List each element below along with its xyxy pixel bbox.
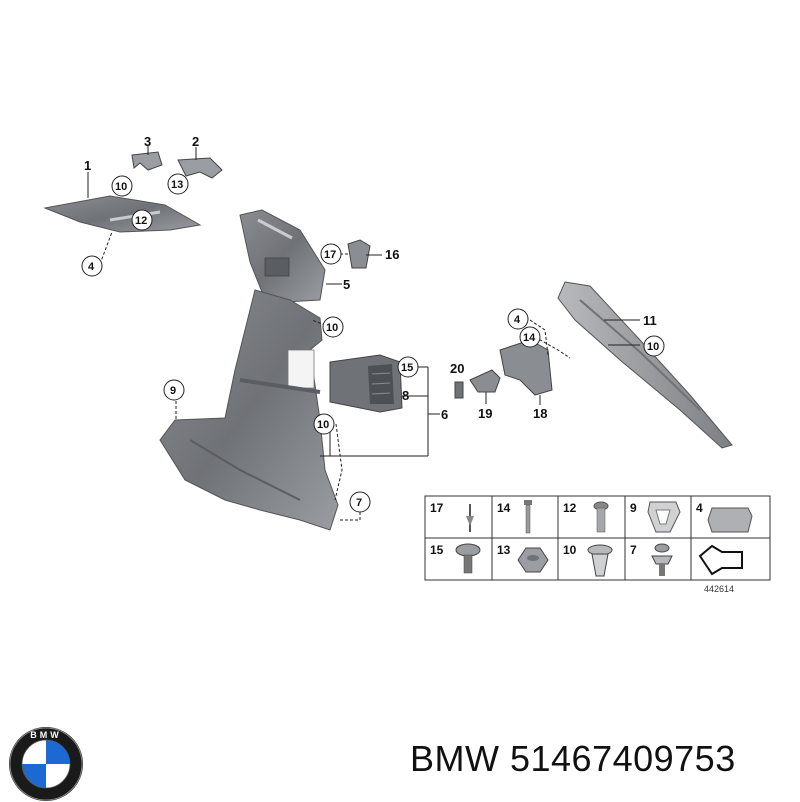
grid-label-4: 4 [696,501,703,515]
part-label-19: 19 [478,406,492,421]
callout-10-c: 10 [317,419,329,431]
logo-lettering: BMW [30,730,62,740]
part-label-6: 6 [441,407,448,422]
arrow-symbol-icon [698,544,743,576]
callout-numbers: 10 13 12 4 17 10 15 10 9 7 4 14 10 20 [88,179,659,509]
part-label-8: 8 [402,388,409,403]
reference-number: 442614 [704,584,734,594]
callout-12: 12 [135,215,147,227]
nut-13-icon [517,547,549,573]
vent-part-8 [329,354,403,413]
fastener-grid: 17 14 12 9 4 15 13 10 7 [424,495,771,581]
part-label-18: 18 [533,406,547,421]
bracket-part-19 [469,369,501,404]
part-label-2: 2 [192,134,199,149]
callout-4-a: 4 [88,261,95,273]
bracket-part-18 [499,339,553,405]
clip-9-icon [647,501,681,533]
callout-9: 9 [170,385,176,397]
callout-10-a: 10 [115,181,127,193]
part-label-5: 5 [343,277,350,292]
callout-10-d: 10 [647,341,659,353]
part-label-11: 11 [643,313,657,328]
callout-13: 13 [171,179,183,191]
callout-10-b: 10 [326,322,338,334]
part-labels: 1 2 3 5 6 8 11 16 18 19 [84,134,657,422]
screw-14-icon [524,500,532,534]
grid-label-9: 9 [630,501,637,515]
grid-label-17: 17 [430,501,444,515]
pin-17-icon [466,504,474,532]
part-label-20: 20 [450,361,464,376]
grid-label-15: 15 [430,543,444,557]
circled-callouts [81,173,665,513]
screw-15-icon [455,543,481,574]
expanding-nut-10-icon [587,544,613,577]
fastener-part-20 [454,381,464,399]
bmw-logo: BMW [9,727,83,801]
bracket-part-2 [177,147,223,179]
trim-strip-part-11 [557,281,733,449]
part-label-16: 16 [385,247,399,262]
callout-15: 15 [401,362,413,374]
callout-4-b: 4 [514,314,521,326]
pillar-panel-part-5 [239,209,342,303]
grid-label-7: 7 [630,543,637,557]
leader-lines [99,231,571,521]
side-panel-part-6 [159,289,339,531]
part-label-3: 3 [144,134,151,149]
screw-12-icon [593,501,609,533]
grid-label-14: 14 [497,501,511,515]
callout-14: 14 [523,332,536,344]
part-label-1: 1 [84,158,91,173]
pad-4-icon [707,507,753,533]
bracket-part-3 [131,146,163,171]
grid-label-12: 12 [563,501,577,515]
grid-label-13: 13 [497,543,511,557]
clip-part-16 [347,239,382,269]
callout-17: 17 [324,249,336,261]
grid-label-10: 10 [563,543,577,557]
callout-7: 7 [356,497,362,509]
pillar-trim-part-1 [43,172,202,233]
brand-part-number: BMW 51467409753 [410,738,736,779]
clip-7-icon [651,543,673,576]
